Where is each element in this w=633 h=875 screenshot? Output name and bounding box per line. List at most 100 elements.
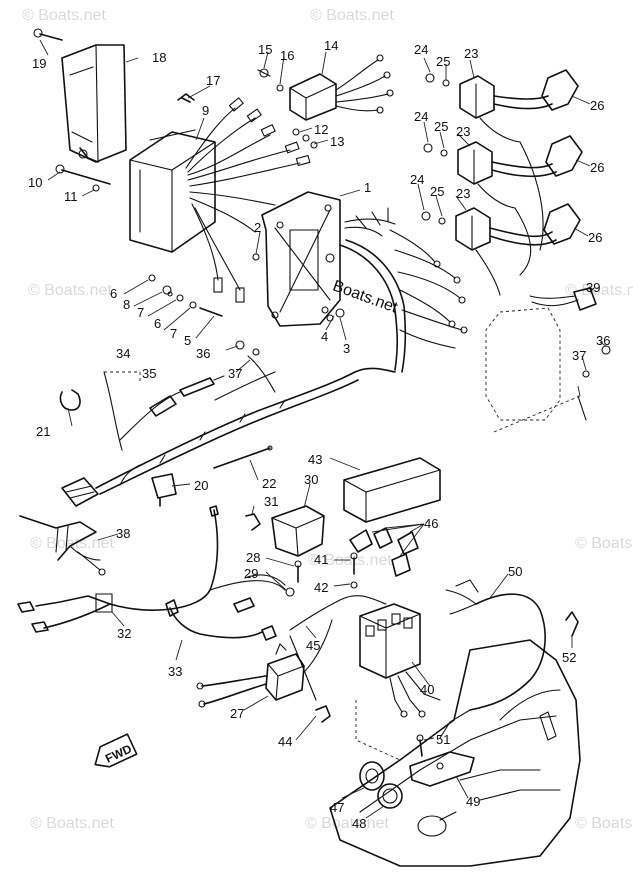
cover-43-part — [343, 457, 441, 523]
starter-relay-part — [196, 619, 333, 708]
callouts: 1 2 3 4 5 6 6 7 7 8 9 10 11 12 13 14 15 … — [28, 38, 610, 831]
callout-50: 50 — [508, 564, 522, 579]
watermark: © Boats.net — [575, 535, 633, 552]
washers-nuts-part — [148, 253, 345, 356]
callout-30: 30 — [304, 472, 318, 487]
callout-44: 44 — [278, 734, 292, 749]
callout-36: 36 — [196, 346, 210, 361]
callout-16: 16 — [280, 48, 294, 63]
callout-9: 9 — [202, 103, 209, 118]
callout-18: 18 — [152, 50, 166, 65]
boots-part — [349, 527, 419, 577]
plate-49-part — [409, 734, 475, 787]
callout-24: 24 — [414, 42, 428, 57]
callout-46: 46 — [424, 516, 438, 531]
callout-41: 41 — [314, 552, 328, 567]
wire-45-part — [289, 635, 317, 701]
callout-5: 5 — [184, 333, 191, 348]
callout-6: 6 — [154, 316, 161, 331]
cover-bracket-part — [33, 28, 127, 163]
watermark: © Boats.net — [310, 7, 394, 24]
callout-49: 49 — [466, 794, 480, 809]
callout-6: 6 — [110, 286, 117, 301]
coil-wire — [514, 207, 532, 276]
callout-28: 28 — [246, 550, 260, 565]
callout-22: 22 — [262, 476, 276, 491]
callout-52: 52 — [562, 650, 576, 665]
callout-15: 15 — [258, 42, 272, 57]
center-brand: Boats.net — [330, 278, 400, 317]
callout-24: 24 — [410, 172, 424, 187]
callout-25: 25 — [430, 184, 444, 199]
cover-30-part — [271, 505, 325, 557]
part-52 — [565, 611, 579, 637]
watermark: © Boats.net — [30, 815, 114, 832]
callout-33: 33 — [168, 664, 182, 679]
callout-26: 26 — [590, 98, 604, 113]
watermark: © Boats.net — [308, 552, 392, 569]
callout-25: 25 — [436, 54, 450, 69]
watermark: © Boats.net — [30, 535, 114, 552]
grommet-part — [359, 761, 403, 809]
callout-19: 19 — [32, 56, 46, 71]
leader-lines — [39, 39, 607, 819]
clip-31-part — [245, 513, 261, 531]
callout-25: 25 — [434, 119, 448, 134]
callout-10: 10 — [28, 175, 42, 190]
callout-8: 8 — [123, 297, 130, 312]
wire-harness-32-part — [17, 505, 286, 633]
callout-51: 51 — [436, 732, 450, 747]
clamp-part — [59, 389, 81, 411]
watermark: © Boats.net — [305, 815, 389, 832]
callout-36: 36 — [596, 333, 610, 348]
callout-27: 27 — [230, 706, 244, 721]
bolts-12-13 — [292, 128, 318, 149]
callout-37: 37 — [572, 348, 586, 363]
callout-38: 38 — [116, 526, 130, 541]
cable-33-part — [165, 599, 277, 641]
ignition-coil-part — [425, 69, 579, 143]
watermark: © Boats.net — [22, 7, 106, 24]
watermark: © Boats.net — [575, 815, 633, 832]
clip-44-part — [315, 705, 331, 723]
watermark: © Boats.net — [565, 282, 633, 299]
callout-23: 23 — [464, 46, 478, 61]
ignition-coil-part — [423, 135, 583, 209]
callout-1: 1 — [364, 180, 371, 195]
bolts-28-29-41-42 — [285, 552, 358, 597]
callout-14: 14 — [324, 38, 338, 53]
callout-39: 39 — [586, 280, 600, 295]
callout-26: 26 — [588, 230, 602, 245]
callout-12: 12 — [314, 122, 328, 137]
callout-35: 35 — [142, 366, 156, 381]
callout-3: 3 — [343, 341, 350, 356]
cdi-unit-part — [129, 97, 311, 303]
watermark: © Boats.net — [28, 282, 112, 299]
callout-29: 29 — [244, 566, 258, 581]
cable-clamp-part — [151, 473, 177, 507]
callout-17: 17 — [206, 73, 220, 88]
wire-45-part — [289, 595, 387, 631]
bolt-part — [55, 164, 111, 192]
clip-part — [177, 93, 195, 103]
callout-23: 23 — [456, 124, 470, 139]
callout-24: 24 — [414, 109, 428, 124]
callout-23: 23 — [456, 186, 470, 201]
callout-21: 21 — [36, 424, 50, 439]
callout-4: 4 — [321, 329, 328, 344]
callout-43: 43 — [308, 452, 322, 467]
cable-50-part — [439, 579, 546, 739]
callout-42: 42 — [314, 580, 328, 595]
bracket-38-part — [19, 515, 106, 576]
callout-45: 45 — [306, 638, 320, 653]
callout-34: 34 — [116, 346, 130, 361]
ignition-coil-part — [421, 203, 581, 296]
callout-11: 11 — [64, 189, 78, 204]
callout-20: 20 — [194, 478, 208, 493]
callout-32: 32 — [117, 626, 131, 641]
switch-part — [485, 287, 611, 433]
callout-40: 40 — [420, 682, 434, 697]
callout-47: 47 — [330, 800, 344, 815]
callout-31: 31 — [264, 494, 278, 509]
